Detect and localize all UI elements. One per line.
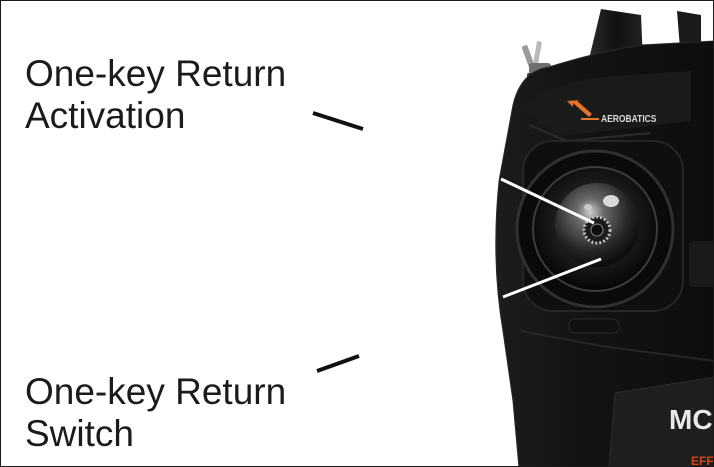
right-edge-control [689, 241, 713, 287]
callout-line-switch [502, 257, 602, 299]
label-line: Activation [25, 95, 186, 136]
brand-logo [567, 100, 599, 120]
label-one-key-return-activation: One-key Return Activation [25, 53, 286, 137]
brand-mark: AEROBATICS [601, 113, 656, 124]
badge-subtext: EFF [691, 454, 714, 467]
pointer-tick-activation [312, 111, 364, 131]
label-line: Switch [25, 413, 134, 454]
return-button[interactable] [582, 215, 612, 245]
pointer-tick-switch [316, 354, 360, 373]
badge-text: MC [669, 404, 713, 435]
label-line: One-key Return [25, 371, 287, 412]
stick-highlight [603, 195, 619, 207]
lower-crease [520, 330, 713, 362]
label-one-key-return-switch: One-key Return Switch [25, 371, 286, 455]
stick-highlight-small [584, 204, 592, 210]
top-panel [521, 71, 691, 136]
callout-line-activation [500, 177, 595, 225]
arrow-up-left-icon [567, 100, 592, 117]
label-line: One-key Return [25, 53, 287, 94]
lower-button [568, 318, 620, 334]
badge-panel [608, 376, 713, 466]
